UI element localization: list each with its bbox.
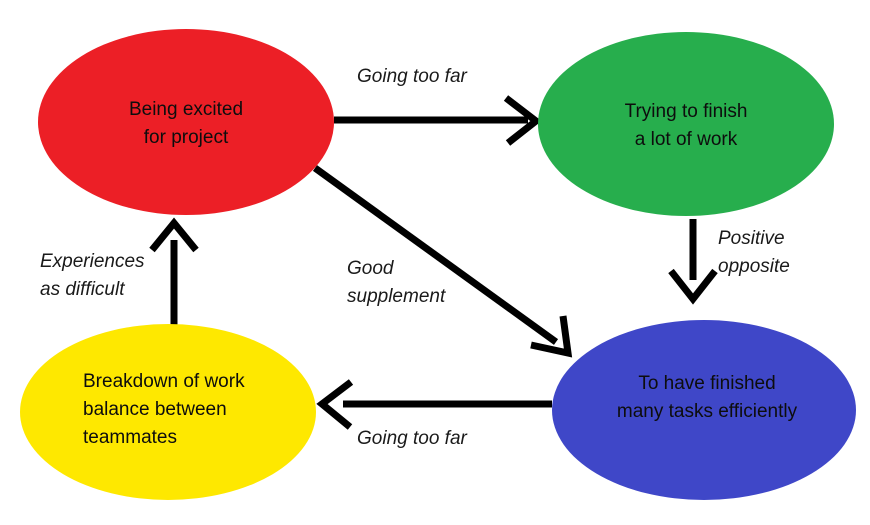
node-label-excited-line-1: Being excited [129,99,243,120]
edge-breakdown-to-excited[interactable] [149,217,199,330]
node-trying-to-finish-a-lot-of-work[interactable]: Trying to finish a lot of work [538,32,834,216]
edge-label-experiences-line-1: Experiences [40,251,145,272]
edge-label-positive-line-1: Positive [718,228,785,249]
edge-label-experiences-line-2: as difficult [40,279,125,300]
node-label-trying-line-2: a lot of work [635,129,738,150]
edge-label-going-too-far-bottom: Going too far [357,428,468,449]
node-label-excited-line-2: for project [144,127,229,148]
edge-label-positive-line-2: opposite [718,256,790,277]
node-to-have-finished-many-tasks-efficiently[interactable]: To have finished many tasks efficiently [552,320,856,500]
node-label-breakdown-line-3: teammates [83,427,177,448]
edge-trying-to-finished[interactable] [668,219,718,305]
ellipse-shape-blue [552,320,856,500]
edge-label-good-supplement-line-2: supplement [347,286,446,307]
ellipse-shape-red [38,29,334,215]
arrow-head-excited-to-finished [530,315,573,358]
node-label-finished-line-1: To have finished [638,373,775,394]
node-label-trying-line-1: Trying to finish [625,101,748,122]
arrow-head-finished-to-breakdown [316,379,354,430]
arrow-head-breakdown-to-excited [149,217,199,253]
node-breakdown-of-work-balance-between-teammates[interactable]: Breakdown of work balance between teamma… [20,324,316,500]
edge-finished-to-breakdown[interactable] [316,379,552,430]
edge-excited-to-finished[interactable] [312,165,573,358]
node-label-finished-line-2: many tasks efficiently [617,401,798,422]
node-being-excited-for-project[interactable]: Being excited for project [38,29,334,215]
arrow-head-trying-to-finished [668,268,718,305]
edge-label-good-supplement-line-1: Good [347,258,395,279]
edge-label-going-too-far-top: Going too far [357,66,468,87]
arrow-head-excited-to-trying [503,95,542,146]
ellipse-shape-yellow [20,324,316,500]
node-label-breakdown-line-2: balance between [83,399,227,420]
node-label-breakdown-line-1: Breakdown of work [83,371,245,392]
edge-excited-to-trying[interactable] [334,95,542,146]
edge-line-excited-to-finished [312,165,559,345]
ellipse-shape-green [538,32,834,216]
